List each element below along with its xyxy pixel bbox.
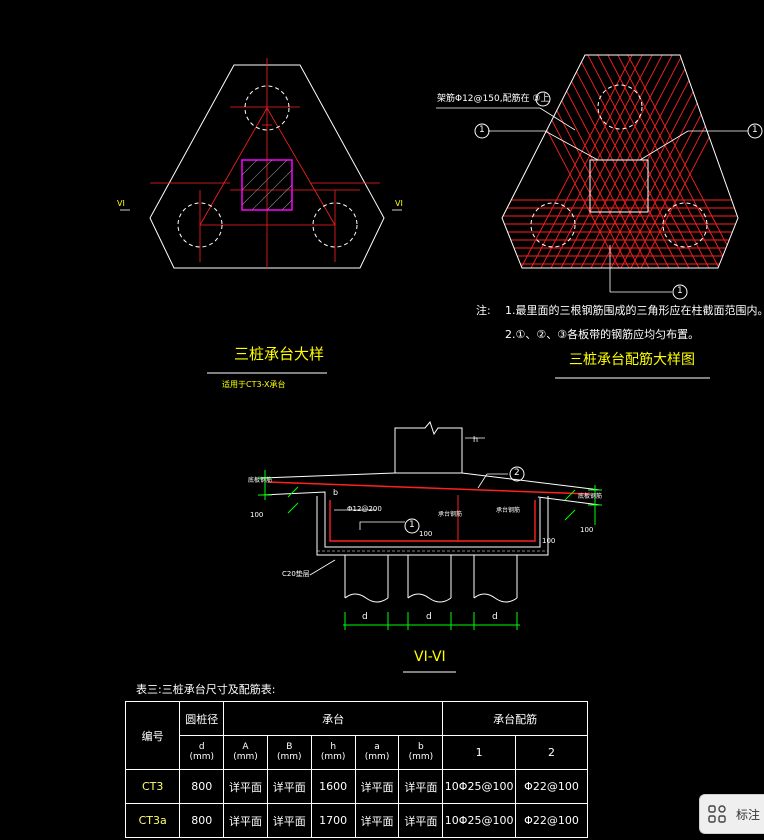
sub-d: d(mm) — [179, 735, 225, 770]
row-a: 详平面 — [354, 803, 400, 838]
circle-label-1b: 1 — [752, 125, 758, 135]
sub-d-name: d — [198, 742, 205, 753]
label-100a: 100 — [419, 530, 433, 538]
section-mark-right: VI — [395, 199, 403, 208]
sub-A: A(mm) — [223, 735, 268, 770]
section-mark-left: VI — [117, 199, 125, 208]
note-2: 2.①、②、③各板带的钢筋应均匀布置。 — [505, 328, 700, 341]
row-r2: Φ22@100 — [515, 769, 588, 804]
row-A: 详平面 — [223, 769, 268, 804]
label-d1: d — [362, 612, 368, 622]
row-r1: 10Φ25@100 — [442, 803, 517, 838]
label-c20: C20垫层 — [282, 570, 310, 578]
spec-table: 编号 圆桩径 承台 承台配筋 d(mm) A(mm) B(mm) h(mm) a… — [124, 701, 588, 838]
circle-label-1a: 1 — [479, 125, 485, 135]
sub-A-unit: (mm) — [233, 751, 258, 762]
sub-h-unit: (mm) — [320, 751, 346, 762]
sub-a-name: a — [374, 742, 380, 753]
annotate-label: 标注 — [736, 807, 761, 822]
label-100b: 100 — [542, 537, 556, 545]
sub-B-unit: (mm) — [277, 751, 302, 762]
label-right-side: 底板钢筋 — [578, 493, 603, 500]
table-row: CT3a 800 详平面 详平面 1700 详平面 详平面 10Φ25@100 … — [124, 803, 588, 838]
row-A: 详平面 — [223, 803, 268, 838]
label-100c: 100 — [250, 511, 264, 519]
circle-label-2: 2 — [514, 468, 520, 478]
circle-label-1d: 1 — [409, 520, 415, 530]
label-left-side: 底板钢筋 — [248, 477, 273, 484]
sub-r2: 2 — [515, 735, 588, 770]
row-B: 详平面 — [266, 803, 312, 838]
row-b: 详平面 — [398, 769, 444, 804]
sub-a-unit: (mm) — [364, 751, 390, 762]
left-subtitle: 适用于CT3-X承台 — [222, 380, 286, 389]
sub-r1: 1 — [442, 735, 517, 770]
table-title: 表三:三桩承台尺寸及配筋表: — [136, 683, 276, 696]
label-phi12: Φ12@200 — [347, 505, 382, 513]
row-B: 详平面 — [266, 769, 312, 804]
left-title: 三桩承台大样 — [234, 345, 325, 363]
row-r2: Φ22@100 — [515, 803, 588, 838]
hdr-cap: 承台 — [223, 701, 444, 736]
row-code: CT3 — [124, 769, 181, 804]
grid-icon — [708, 805, 726, 823]
row-d: 800 — [179, 803, 225, 838]
sub-B: B(mm) — [266, 735, 312, 770]
annotate-button[interactable]: 标注 — [699, 794, 764, 834]
note-1: 1.最里面的三根钢筋围成的三角形应在柱截面范围内。 — [505, 304, 764, 317]
sub-b: b(mm) — [398, 735, 444, 770]
sub-a: a(mm) — [354, 735, 400, 770]
rebar-callout: 架筋Φ12@150,配筋在 ③上 — [437, 94, 550, 104]
row-r1: 10Φ25@100 — [442, 769, 517, 804]
section-detail — [258, 420, 602, 673]
sub-b-name: b — [417, 742, 424, 753]
label-mid-2: 承台钢筋 — [496, 507, 521, 514]
row-h: 1600 — [310, 769, 356, 804]
section-title: VI-VI — [414, 649, 446, 665]
label-d2: d — [426, 612, 432, 622]
sub-h-name: h — [330, 742, 337, 753]
sub-A-name: A — [242, 742, 249, 753]
hdr-pile: 圆桩径 — [179, 701, 225, 736]
right-title: 三桩承台配筋大样图 — [569, 352, 695, 368]
hdr-rebar: 承台配筋 — [442, 701, 588, 736]
sub-B-name: B — [286, 742, 293, 753]
row-d: 800 — [179, 769, 225, 804]
hdr-code: 编号 — [124, 701, 181, 770]
sub-b-unit: (mm) — [408, 751, 434, 762]
left-cap-plan — [120, 58, 402, 374]
label-b: b — [333, 488, 339, 497]
circle-label-1c: 1 — [677, 286, 683, 296]
row-h: 1700 — [310, 803, 356, 838]
right-rebar-plan — [436, 54, 763, 379]
sub-d-unit: (mm) — [189, 751, 214, 762]
label-d3: d — [492, 612, 498, 622]
row-a: 详平面 — [354, 769, 400, 804]
sub-h: h(mm) — [310, 735, 356, 770]
row-b: 详平面 — [398, 803, 444, 838]
table-row: CT3 800 详平面 详平面 1600 详平面 详平面 10Φ25@100 Φ… — [124, 769, 588, 804]
label-mid-1: 承台钢筋 — [438, 511, 463, 518]
note-label: 注: — [476, 304, 491, 317]
row-code: CT3a — [124, 803, 181, 838]
label-100d: 100 — [580, 526, 594, 534]
label-h: h — [473, 435, 479, 444]
